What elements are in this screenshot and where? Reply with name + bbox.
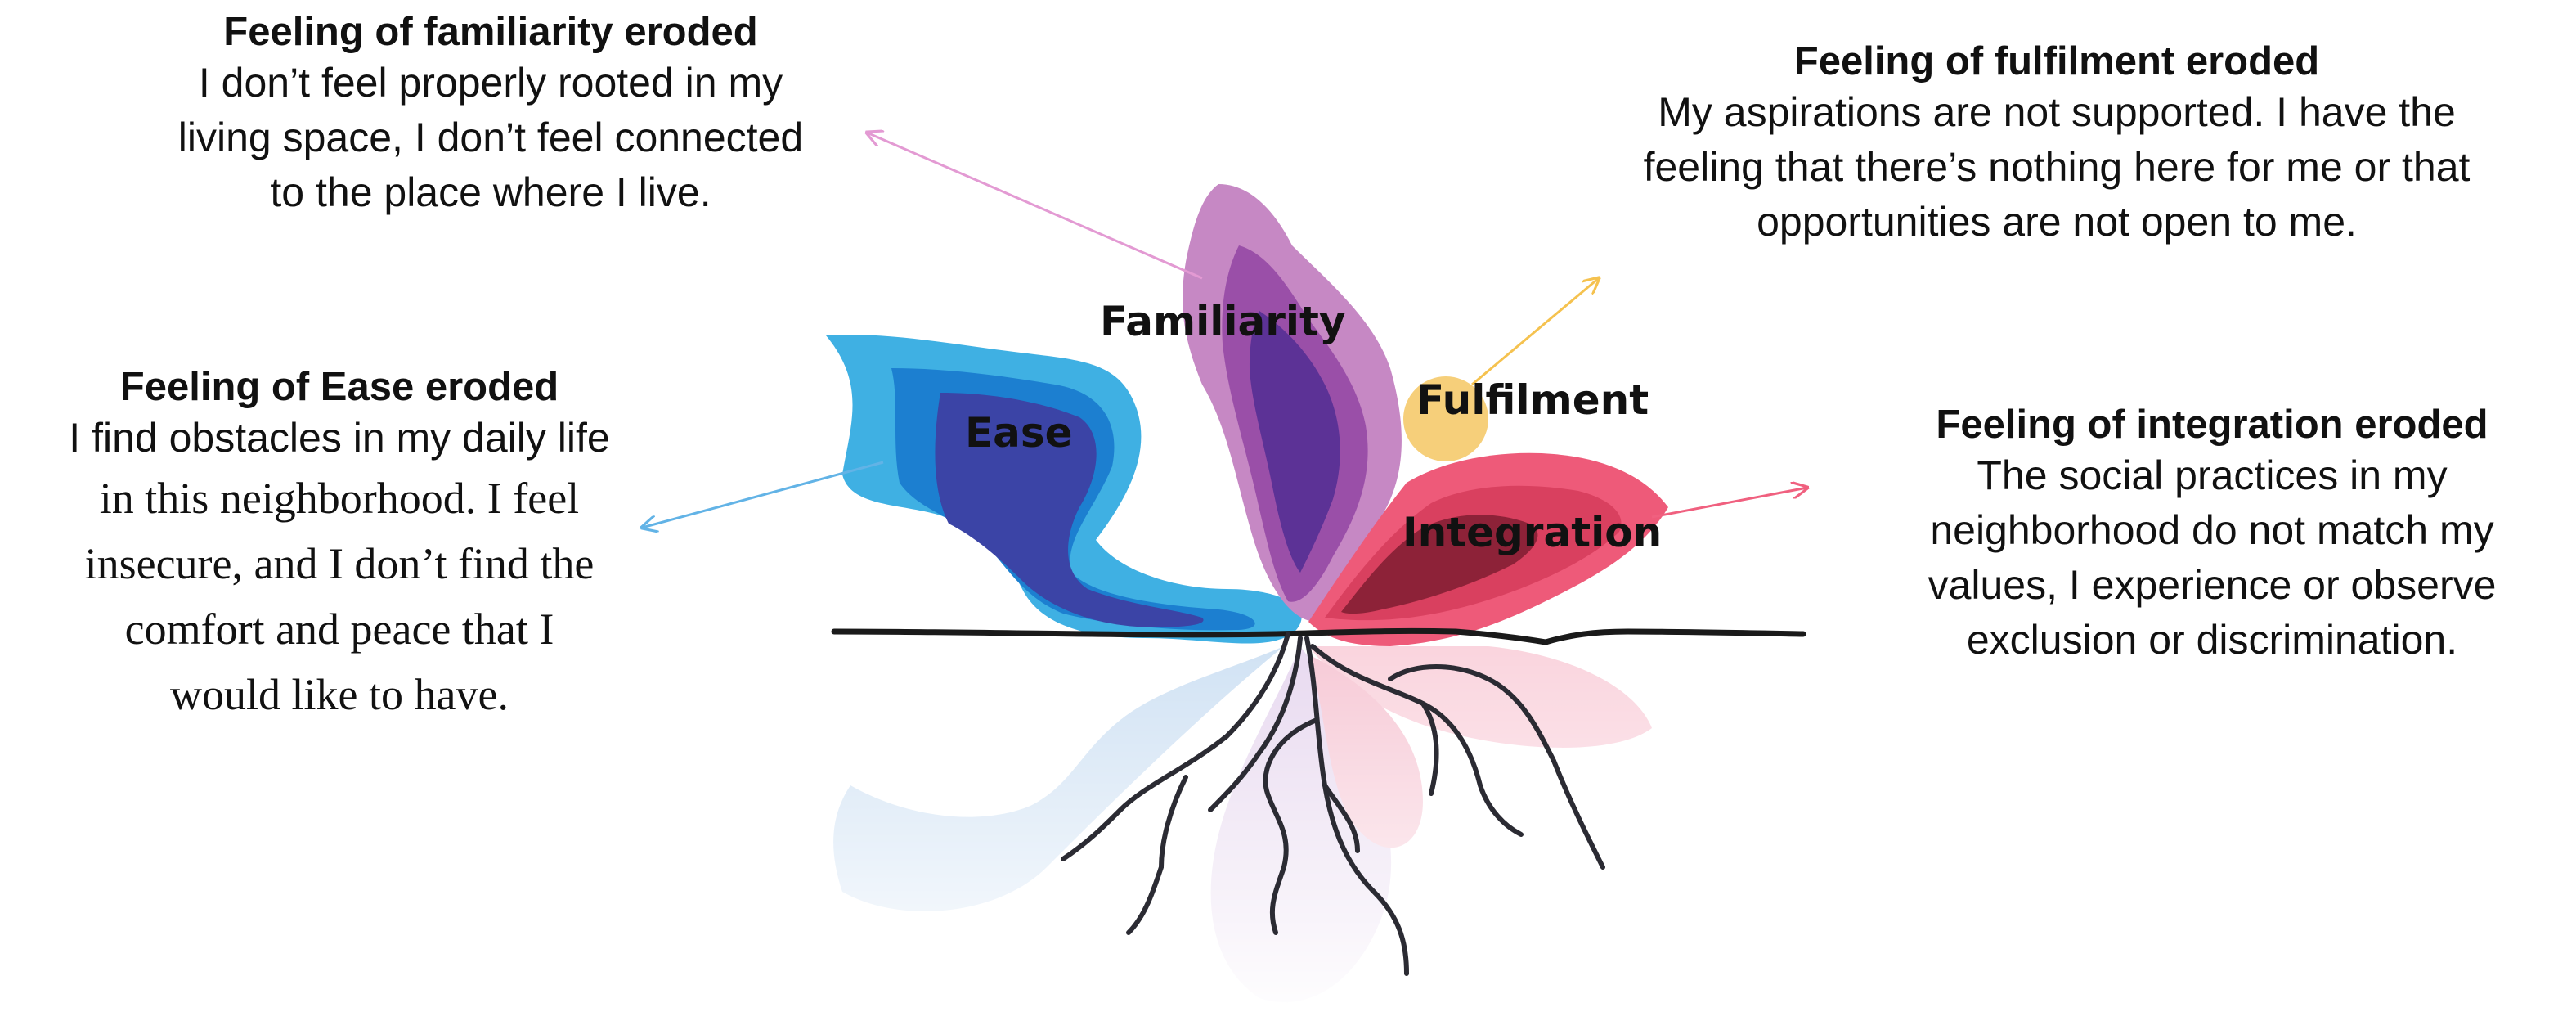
- root-5: [1322, 783, 1360, 853]
- callout-ease-line-2: in this neighborhood. I feel: [99, 474, 580, 523]
- callout-ease-heading: Feeling of Ease eroded: [119, 365, 559, 409]
- callout-fulfilment-line-3: opportunities are not open to me.: [1757, 199, 2357, 245]
- callout-ease: Feeling of Ease eroded I find obstacles …: [0, 363, 679, 727]
- callout-fulfilment-line-2: feeling that there’s nothing here for me…: [1643, 144, 2471, 190]
- callout-fulfilment-line-1: My aspirations are not supported. I have…: [1658, 89, 2456, 135]
- ease-petal-inner: [935, 393, 1204, 627]
- arrow-fulfilment: [1471, 278, 1599, 386]
- root-9: [1388, 664, 1605, 870]
- ground-line: [831, 627, 1806, 645]
- callout-integration-line-2: neighborhood do not match my: [1930, 507, 2494, 553]
- familiarity-petal: [1183, 184, 1402, 622]
- fulfilment-bud: [1403, 376, 1488, 461]
- arrow-ease: [642, 461, 884, 528]
- petal-label-ease: Ease: [965, 409, 1073, 457]
- callout-fulfilment: Feeling of fulfilment eroded My aspirati…: [1554, 38, 2560, 250]
- root-2: [1126, 775, 1188, 935]
- callout-ease-line-1: I find obstacles in my daily life: [69, 415, 610, 461]
- callout-familiarity-heading: Feeling of familiarity eroded: [223, 10, 758, 54]
- root-4: [1304, 636, 1409, 976]
- callout-integration-heading: Feeling of integration eroded: [1936, 403, 2488, 447]
- root-6: [1263, 717, 1319, 935]
- callout-ease-line-4: comfort and peace that I: [124, 605, 554, 654]
- reflection: [777, 638, 1717, 1023]
- root-7: [1310, 644, 1524, 837]
- callout-familiarity: Feeling of familiarity eroded I don’t fe…: [57, 8, 924, 220]
- arrow-integration: [1651, 488, 1807, 519]
- familiarity-petal-inner: [1250, 311, 1340, 573]
- arrow-familiarity: [867, 133, 1203, 280]
- callout-ease-line-3: insecure, and I don’t find the: [84, 539, 595, 588]
- callout-integration-line-4: exclusion or discrimination.: [1966, 617, 2458, 663]
- callout-familiarity-line-1: I don’t feel properly rooted in my: [198, 60, 783, 106]
- integration-petal-inner: [1341, 515, 1538, 614]
- ease-petal: [826, 335, 1302, 644]
- callout-integration-line-3: values, I experience or observe: [1928, 562, 2497, 608]
- callout-familiarity-line-2: living space, I don’t feel connected: [177, 115, 804, 160]
- callout-integration-line-1: The social practices in my: [1977, 452, 2448, 498]
- reflection-fade: [777, 638, 1717, 1023]
- callout-ease-line-5: would like to have.: [170, 670, 509, 719]
- root-3: [1208, 636, 1303, 812]
- callout-fulfilment-heading: Feeling of fulfilment eroded: [1793, 39, 2320, 83]
- root-8: [1420, 701, 1439, 796]
- callout-integration: Feeling of integration eroded The social…: [1856, 401, 2568, 668]
- callout-familiarity-line-3: to the place where I live.: [270, 169, 711, 215]
- petal-label-familiarity: Familiarity: [1100, 298, 1346, 345]
- roots: [1061, 632, 1605, 976]
- petal-label-fulfilment: Fulfilment: [1416, 376, 1649, 424]
- petal-label-integration: Integration: [1402, 509, 1663, 556]
- integration-petal: [1308, 452, 1668, 646]
- root-1: [1061, 632, 1290, 861]
